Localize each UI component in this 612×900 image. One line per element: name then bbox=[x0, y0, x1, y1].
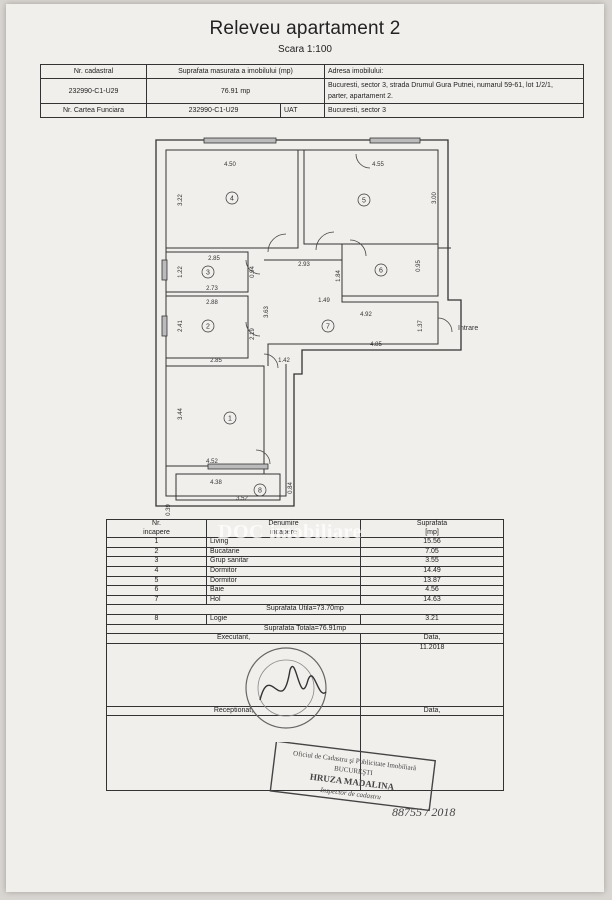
dim-3-00: 3.00 bbox=[432, 192, 438, 204]
dim-4-85: 4.85 bbox=[370, 342, 382, 348]
uat-value: Bucuresti, sector 3 bbox=[324, 103, 584, 118]
door-swing-8 bbox=[355, 153, 371, 169]
room-number-5: 5 bbox=[362, 198, 366, 205]
room-marker-2 bbox=[201, 319, 215, 333]
room-number-7: 7 bbox=[326, 324, 330, 331]
door-swing-4 bbox=[245, 259, 261, 275]
window-room-2 bbox=[161, 315, 168, 337]
room-5-outline bbox=[303, 149, 439, 245]
dim-1-49: 1.49 bbox=[318, 298, 330, 304]
dim-3-22: 3.22 bbox=[178, 194, 184, 206]
door-swing-3 bbox=[349, 239, 367, 257]
suprafata-utila: Suprafata Utila=73.70mp bbox=[106, 604, 504, 615]
room-number-1: 1 bbox=[228, 416, 232, 423]
room-marker-1 bbox=[223, 411, 237, 425]
header-nr: Nr.incapere bbox=[106, 518, 207, 539]
room-marker-4 bbox=[225, 191, 239, 205]
room-marker-7 bbox=[321, 319, 335, 333]
suprafata-totala: Suprafata Totala=76.91mp bbox=[106, 623, 504, 635]
header-suprafata: Suprafata[mp] bbox=[360, 518, 504, 539]
outer-wall bbox=[155, 139, 462, 507]
watermark: DOC imobiliare bbox=[218, 521, 362, 543]
handwritten-number: 88755 / 2018 bbox=[392, 805, 455, 819]
window-room-4 bbox=[203, 137, 277, 144]
room-number-8: 8 bbox=[258, 488, 262, 495]
door-swing-6 bbox=[263, 353, 279, 369]
floor-plan: 4.50 4.55 3.22 3.00 2.85 0.94 2.93 1.84 … bbox=[155, 137, 478, 516]
dim-1-84: 1.84 bbox=[336, 270, 342, 282]
dim-2-85b: 2.85 bbox=[210, 358, 222, 364]
data-label-2: Data, bbox=[360, 705, 504, 717]
receptionat-date-cell bbox=[360, 715, 504, 792]
dim-0-84: 0.84 bbox=[288, 482, 294, 494]
adresa-value: Bucuresti, sector 3, strada Drumul Gura … bbox=[324, 78, 584, 104]
dim-2-19: 2.19 bbox=[250, 328, 256, 340]
data-label-1: Data, bbox=[360, 633, 504, 644]
room-number-6: 6 bbox=[379, 268, 383, 275]
document-page: Releveu apartament 2 Scara 1:100 Nr. cad… bbox=[6, 4, 604, 892]
dim-4-38: 4.38 bbox=[210, 480, 222, 486]
dim-2-88: 2.88 bbox=[206, 300, 218, 306]
door-swing-2 bbox=[315, 231, 335, 251]
dim-2-93: 2.93 bbox=[298, 262, 310, 268]
room-marker-8 bbox=[253, 483, 267, 497]
receptionat-signature-cell bbox=[106, 715, 361, 792]
property-info-table: Nr. cadastral Suprafata masurata a imobi… bbox=[40, 64, 584, 118]
dim-4-52: 4.52 bbox=[206, 459, 218, 465]
dim-0-94: 0.94 bbox=[250, 266, 256, 278]
data-value: 11.2018 bbox=[360, 642, 504, 707]
window-room-1 bbox=[207, 463, 269, 470]
dim-2-41: 2.41 bbox=[178, 320, 184, 332]
dim-4-92: 4.92 bbox=[360, 312, 372, 318]
room-4-outline bbox=[165, 149, 299, 249]
room-marker-6 bbox=[374, 263, 388, 277]
entrance-door-swing bbox=[437, 317, 453, 333]
room-number-2: 2 bbox=[206, 324, 210, 331]
door-swing-7 bbox=[255, 449, 271, 465]
dim-4-50: 4.50 bbox=[224, 162, 236, 168]
dim-1-42: 1.42 bbox=[278, 358, 290, 364]
dim-3-63: 3.63 bbox=[264, 306, 270, 318]
dim-0-39: 0.39 bbox=[166, 504, 172, 516]
window-room-5 bbox=[369, 137, 421, 144]
room-number-4: 4 bbox=[230, 196, 234, 203]
room-marker-5 bbox=[357, 193, 371, 207]
dim-0-95: 0.95 bbox=[416, 260, 422, 272]
dim-3-44: 3.44 bbox=[178, 408, 184, 420]
room-8-outline bbox=[175, 473, 281, 501]
entrance-label: Intrare bbox=[458, 325, 478, 332]
dim-2-85a: 2.85 bbox=[208, 256, 220, 262]
scale-label: Scara 1:100 bbox=[278, 44, 332, 55]
executant-label: Executant, bbox=[106, 633, 361, 644]
room-marker-3 bbox=[201, 265, 215, 279]
document-title: Releveu apartament 2 bbox=[209, 18, 401, 39]
dim-3-52: 3.52 bbox=[236, 496, 248, 502]
dim-4-55: 4.55 bbox=[372, 162, 384, 168]
hall-outline bbox=[264, 259, 439, 366]
door-swing-1 bbox=[267, 233, 287, 253]
dim-1-22: 1.22 bbox=[178, 266, 184, 278]
room-6-outline bbox=[341, 243, 439, 297]
executant-signature-cell bbox=[106, 642, 361, 707]
window-room-3 bbox=[161, 259, 168, 281]
door-swing-5 bbox=[245, 321, 261, 337]
dim-2-73: 2.73 bbox=[206, 286, 218, 292]
receptionat-label: Receptionat, bbox=[106, 705, 361, 717]
room-number-3: 3 bbox=[206, 270, 210, 277]
dim-1-37: 1.37 bbox=[418, 320, 424, 332]
